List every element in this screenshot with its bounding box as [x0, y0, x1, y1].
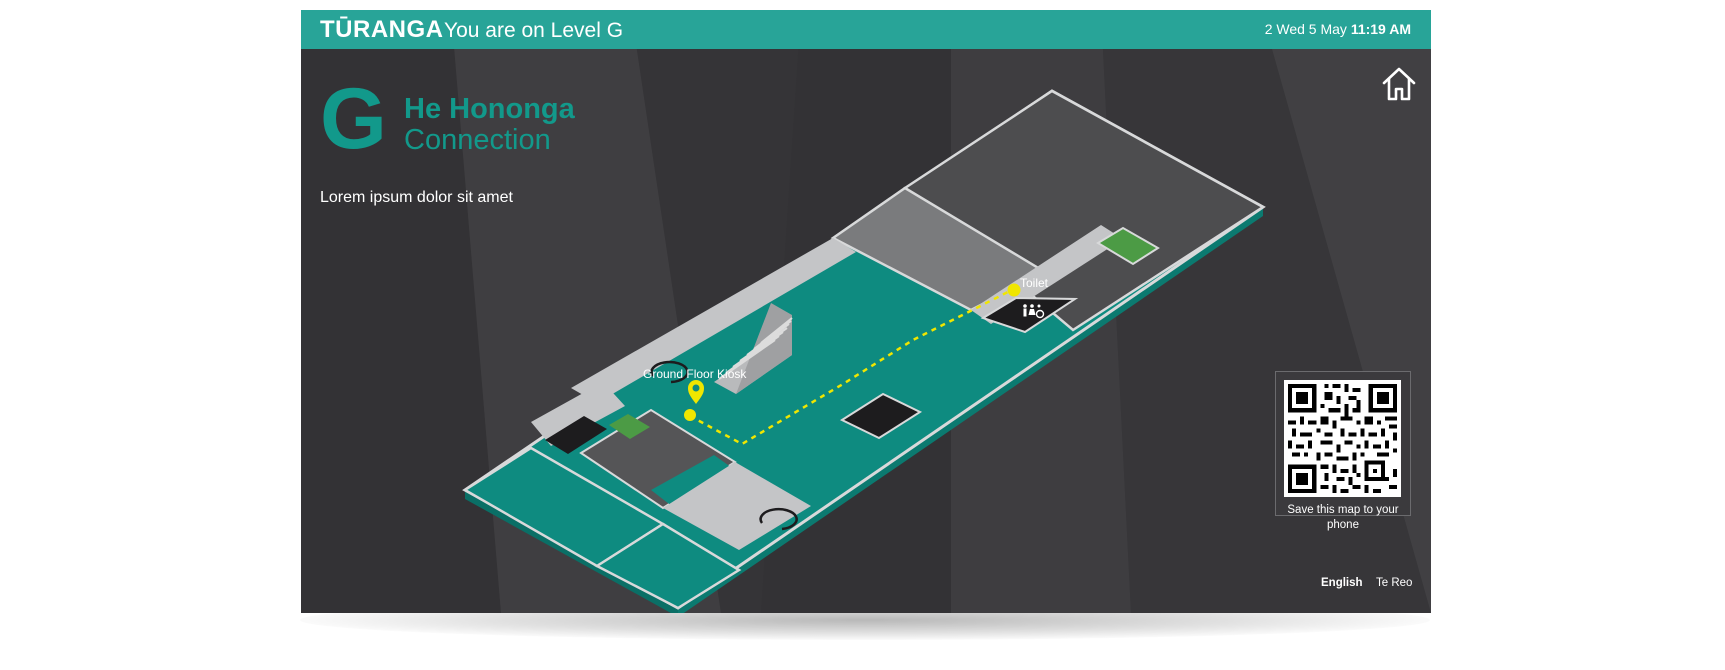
level-name-english: Connection: [404, 124, 551, 156]
green-room-top: [1096, 226, 1160, 266]
corridor-lower-right: [663, 462, 811, 550]
language-english-button[interactable]: English: [1321, 577, 1363, 589]
door-upper: [650, 360, 689, 384]
top-bar: TŪRANGA You are on Level G 2 Wed 5 May 1…: [301, 10, 1431, 49]
corridor-right: [971, 225, 1123, 324]
staircase: [714, 303, 793, 394]
qr-code[interactable]: [1284, 380, 1401, 497]
corridor-upper: [571, 238, 856, 403]
map-pin-icon: [688, 380, 704, 404]
brand-logo: TŪRANGA: [320, 16, 444, 43]
kiosk-label: Ground Floor Kiosk: [643, 367, 747, 381]
accessible-icon: [1035, 304, 1045, 319]
route-path: [689, 290, 1009, 446]
room-teal-bottom: [594, 522, 742, 610]
time-text: 11:19 AM: [1350, 21, 1411, 37]
language-tereo-button[interactable]: Te Reo: [1376, 577, 1413, 589]
corridor-lower-left: [531, 382, 625, 446]
level-description: Lorem ipsum dolor sit amet: [320, 189, 513, 206]
date-time: 2 Wed 5 May 11:19 AM: [1265, 21, 1411, 37]
restroom-icon: [1023, 304, 1036, 317]
qr-panel[interactable]: Save this map to your phone: [1275, 371, 1411, 531]
you-are-here-marker: [684, 380, 704, 421]
floor-map: Ground Floor Kiosk Toilet: [462, 89, 1266, 613]
room-teal-lower: [651, 455, 735, 507]
toilet-marker: [1007, 283, 1021, 297]
date-text: 2 Wed 5 May: [1264, 21, 1347, 37]
kiosk-screen: Ground Floor Kiosk Toilet TŪRANGA You ar…: [301, 10, 1431, 613]
room-black-left: [545, 416, 607, 454]
qr-caption: Save this map to your phone: [1287, 504, 1399, 531]
green-room-lower: [609, 414, 650, 439]
toilet-label: Toilet: [1020, 276, 1049, 290]
home-icon[interactable]: [1381, 66, 1417, 102]
level-letter: G: [320, 71, 387, 167]
door-lower: [759, 507, 798, 531]
current-level-message: You are on Level G: [444, 19, 624, 42]
room-black-centre: [839, 392, 923, 440]
level-name-maori: He Hononga: [404, 93, 575, 125]
